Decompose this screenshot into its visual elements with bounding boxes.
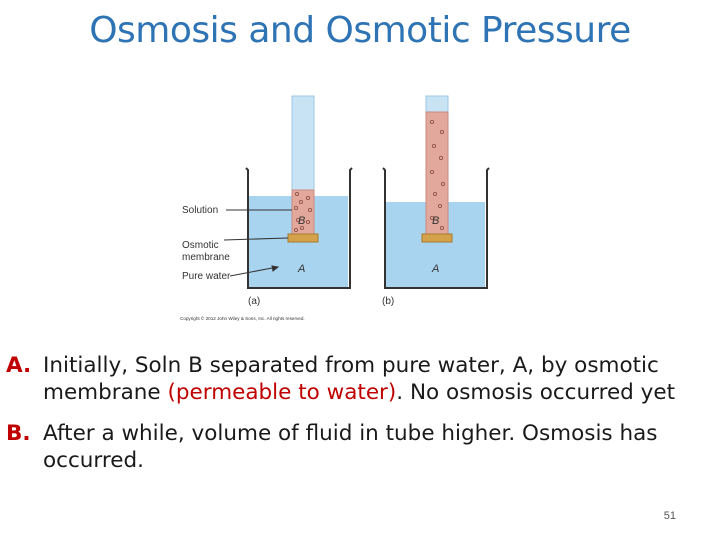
beaker-b-outline	[382, 167, 490, 289]
label-membrane-1: Osmotic	[182, 240, 219, 251]
label-b-right: B	[432, 215, 439, 227]
particles-a	[294, 192, 312, 232]
particles-b	[429, 120, 445, 230]
bullet-b-letter: B.	[6, 421, 31, 446]
bullet-a-text-after: . No osmosis occurred yet	[396, 380, 676, 405]
bullet-list: A. Initially, Soln B separated from pure…	[6, 352, 706, 484]
copyright-text: Copyright © 2012 John Wiley & Sons, Inc.…	[180, 315, 305, 321]
label-pure-water: Pure water	[182, 271, 231, 282]
membrane-a	[287, 233, 319, 243]
beaker-a	[245, 95, 353, 289]
bullet-a: A. Initially, Soln B separated from pure…	[6, 352, 706, 406]
label-membrane-2: membrane	[182, 252, 230, 263]
bullet-b-text: After a while, volume of fluid in tube h…	[43, 421, 658, 473]
bullet-a-text: Initially, Soln B separated from pure wa…	[43, 352, 706, 406]
tube-a-empty	[291, 95, 315, 191]
caption-b: (b)	[382, 296, 394, 307]
leader-lines	[223, 209, 292, 277]
slide-title: Osmosis and Osmotic Pressure	[89, 10, 631, 51]
bullet-a-letter: A.	[6, 353, 32, 378]
caption-a: (a)	[248, 296, 260, 307]
beaker-b	[382, 95, 490, 289]
beaker-a-outline	[245, 167, 353, 289]
osmosis-diagram: Solution Osmotic membrane Pure water B B…	[170, 88, 510, 328]
label-a-left: A	[297, 263, 305, 275]
bullet-b: B. After a while, volume of fluid in tub…	[6, 420, 706, 474]
label-solution: Solution	[182, 205, 218, 216]
osmosis-diagram-svg: Solution Osmotic membrane Pure water B B…	[180, 95, 490, 321]
bullet-a-highlight: (permeable to water)	[167, 380, 397, 405]
label-b-left: B	[298, 215, 305, 227]
tube-b-empty	[425, 95, 449, 113]
membrane-b	[421, 233, 453, 243]
page-number: 51	[663, 510, 676, 522]
bullet-a-text-before: Initially, Soln B separated from pure wa…	[43, 353, 659, 405]
label-a-right: A	[431, 263, 439, 275]
